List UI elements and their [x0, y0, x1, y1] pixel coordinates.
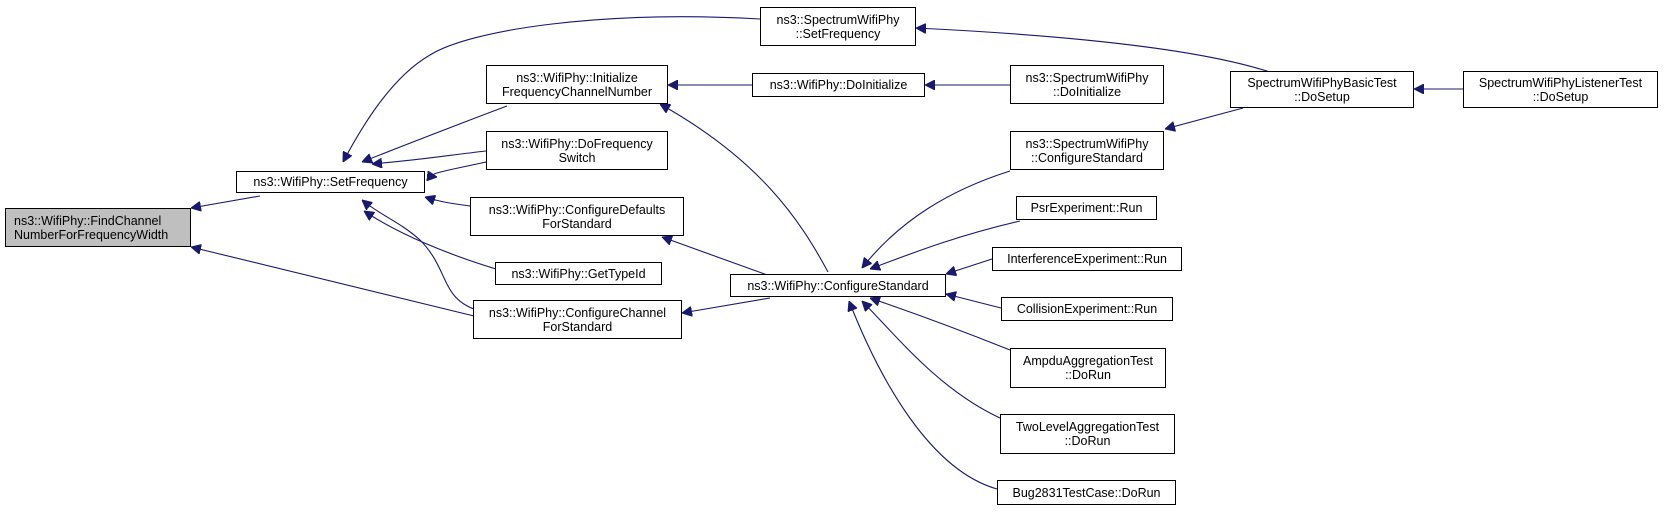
node-wifiphy-configure-standard[interactable]: ns3::WifiPhy::ConfigureStandard	[730, 274, 946, 297]
node-label-line2: NumberForFrequencyWidth	[14, 227, 169, 242]
edge-two-level-do-run-to-configure-standard	[862, 301, 1001, 419]
edge-spectrum-set-frequency-to-set-frequency	[343, 16, 761, 162]
node-label-line2: ForStandard	[542, 216, 612, 231]
node-label-line1: ns3::WifiPhy::ConfigureDefaults	[488, 202, 666, 217]
node-two-level-aggregation-test-do-run[interactable]: TwoLevelAggregationTest ::DoRun	[1000, 414, 1175, 454]
node-label-line1: ns3::WifiPhy::FindChannel	[14, 213, 162, 228]
edge-interference-run-to-configure-standard	[946, 258, 993, 274]
node-spectrumwifiphy-listener-test-do-setup[interactable]: SpectrumWifiPhyListenerTest ::DoSetup	[1463, 71, 1658, 108]
node-spectrumwifiphy-do-initialize[interactable]: ns3::SpectrumWifiPhy ::DoInitialize	[1010, 65, 1164, 104]
edge-configure-standard-to-configure-defaults	[662, 237, 771, 277]
node-label-line1: ns3::WifiPhy::GetTypeId	[511, 266, 646, 281]
edge-get-type-id-to-set-frequency	[364, 211, 497, 270]
edge-configure-channel-to-set-frequency	[362, 200, 481, 312]
edge-configure-standard-to-init-freq-channel	[660, 104, 829, 273]
node-spectrumwifiphy-configure-standard[interactable]: ns3::SpectrumWifiPhy ::ConfigureStandard	[1010, 131, 1164, 170]
node-wifiphy-set-frequency[interactable]: ns3::WifiPhy::SetFrequency	[236, 171, 425, 193]
edge-set-frequency-to-find-channel	[191, 195, 261, 208]
node-label-line1: ns3::SpectrumWifiPhy	[1025, 136, 1149, 151]
node-label-line2: ::SetFrequency	[795, 26, 881, 41]
node-wifiphy-do-frequency-switch[interactable]: ns3::WifiPhy::DoFrequency Switch	[486, 131, 668, 170]
node-label-line1: ns3::WifiPhy::ConfigureStandard	[747, 278, 929, 293]
node-label-line1: ns3::WifiPhy::SetFrequency	[253, 175, 408, 189]
node-label-line2: ::DoSetup	[1294, 89, 1350, 104]
node-label-line1: ns3::WifiPhy::ConfigureChannel	[488, 305, 667, 320]
node-label-line2: ::DoInitialize	[1052, 84, 1122, 99]
node-label-line1: ns3::WifiPhy::DoFrequency	[501, 136, 653, 151]
edge-ampdu-do-run-to-configure-standard	[870, 298, 1011, 351]
edge-spectrum-configure-standard-to-configure-standard	[862, 170, 1011, 268]
node-label-line1: Bug2831TestCase::DoRun	[1012, 485, 1161, 500]
node-wifiphy-configure-channel-for-standard[interactable]: ns3::WifiPhy::ConfigureChannel ForStanda…	[473, 300, 682, 339]
node-label-line1: ns3::SpectrumWifiPhy	[1025, 70, 1149, 85]
node-ampdu-aggregation-test-do-run[interactable]: AmpduAggregationTest ::DoRun	[1010, 348, 1166, 388]
node-label-line1: AmpduAggregationTest	[1023, 354, 1153, 368]
node-label-line1: SpectrumWifiPhyListenerTest	[1478, 75, 1643, 90]
node-label-line1: SpectrumWifiPhyBasicTest	[1247, 75, 1397, 90]
node-label-line1: ns3::WifiPhy::Initialize	[516, 70, 638, 85]
edge-configure-channel-to-find-channel	[191, 247, 475, 317]
edge-init-freq-channel-to-set-frequency	[362, 105, 508, 162]
node-label-line1: ns3::WifiPhy::DoInitialize	[769, 78, 908, 92]
node-psr-experiment-run[interactable]: PsrExperiment::Run	[1016, 196, 1157, 220]
node-wifiphy-configure-defaults-for-standard[interactable]: ns3::WifiPhy::ConfigureDefaults ForStand…	[470, 197, 684, 236]
edge-collision-run-to-configure-standard	[946, 294, 1002, 309]
node-spectrumwifiphy-basic-test-do-setup[interactable]: SpectrumWifiPhyBasicTest ::DoSetup	[1230, 71, 1414, 108]
node-label-line1: InterferenceExperiment::Run	[1007, 252, 1167, 266]
node-label-line2: ::ConfigureStandard	[1031, 150, 1143, 165]
node-label-line2: Switch	[558, 150, 596, 165]
node-find-channel-number-for-frequency-width: ns3::WifiPhy::FindChannel NumberForFrequ…	[5, 208, 191, 247]
edge-do-frequency-switch-to-set-frequency	[372, 150, 487, 164]
edge-configure-defaults-to-set-frequency	[425, 197, 471, 207]
node-label-line2: ForStandard	[542, 319, 613, 334]
node-label-line2: ::DoRun	[1064, 434, 1111, 448]
edge-configure-standard-to-configure-channel	[682, 297, 771, 313]
node-label-line1: PsrExperiment::Run	[1030, 201, 1143, 215]
edge-do-frequency-switch-to-set-frequency-2	[432, 161, 487, 177]
node-label-line2: FrequencyChannelNumber	[501, 84, 653, 99]
node-bug2831-test-case-do-run[interactable]: Bug2831TestCase::DoRun	[997, 480, 1176, 505]
node-wifiphy-get-type-id[interactable]: ns3::WifiPhy::GetTypeId	[495, 262, 662, 285]
edge-psr-run-to-configure-standard	[870, 220, 1021, 269]
node-collision-experiment-run[interactable]: CollisionExperiment::Run	[1001, 297, 1173, 321]
edge-basic-test-setup-to-spectrum-configure-standard	[1165, 107, 1244, 129]
node-label-line1: ns3::SpectrumWifiPhy	[776, 12, 900, 27]
edge-bug2831-do-run-to-configure-standard	[849, 301, 998, 490]
node-spectrumwifiphy-set-frequency[interactable]: ns3::SpectrumWifiPhy ::SetFrequency	[760, 7, 916, 46]
node-label-line1: CollisionExperiment::Run	[1016, 302, 1158, 316]
node-label-line2: ::DoSetup	[1532, 89, 1589, 104]
node-label-line1: TwoLevelAggregationTest	[1015, 420, 1160, 434]
node-wifiphy-do-initialize[interactable]: ns3::WifiPhy::DoInitialize	[752, 73, 925, 97]
node-wifiphy-initialize-frequency-channel-number[interactable]: ns3::WifiPhy::Initialize FrequencyChanne…	[486, 65, 668, 104]
node-interference-experiment-run[interactable]: InterferenceExperiment::Run	[992, 247, 1182, 271]
node-label-line2: ::DoRun	[1065, 368, 1111, 382]
